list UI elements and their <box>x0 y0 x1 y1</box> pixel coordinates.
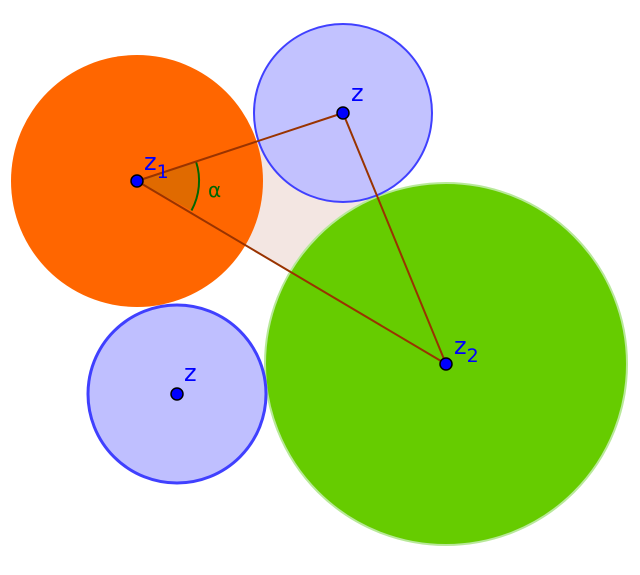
label-z-top: z <box>351 79 364 107</box>
point-z1[interactable] <box>130 174 144 188</box>
segment-z-z2[interactable] <box>342 112 447 365</box>
label-z-bottom: z <box>184 359 197 387</box>
label-z2: z2 <box>454 332 479 367</box>
angle-sector <box>137 161 200 211</box>
point-z-bottom[interactable] <box>170 387 184 401</box>
segment-z1-z2[interactable] <box>136 180 447 365</box>
label-z1: z1 <box>144 148 169 183</box>
label-angle-alpha: α <box>208 178 221 202</box>
angle-arc <box>190 161 201 211</box>
segment-z1-z[interactable] <box>136 112 344 182</box>
point-z-top[interactable] <box>336 106 350 120</box>
point-z2[interactable] <box>439 357 453 371</box>
